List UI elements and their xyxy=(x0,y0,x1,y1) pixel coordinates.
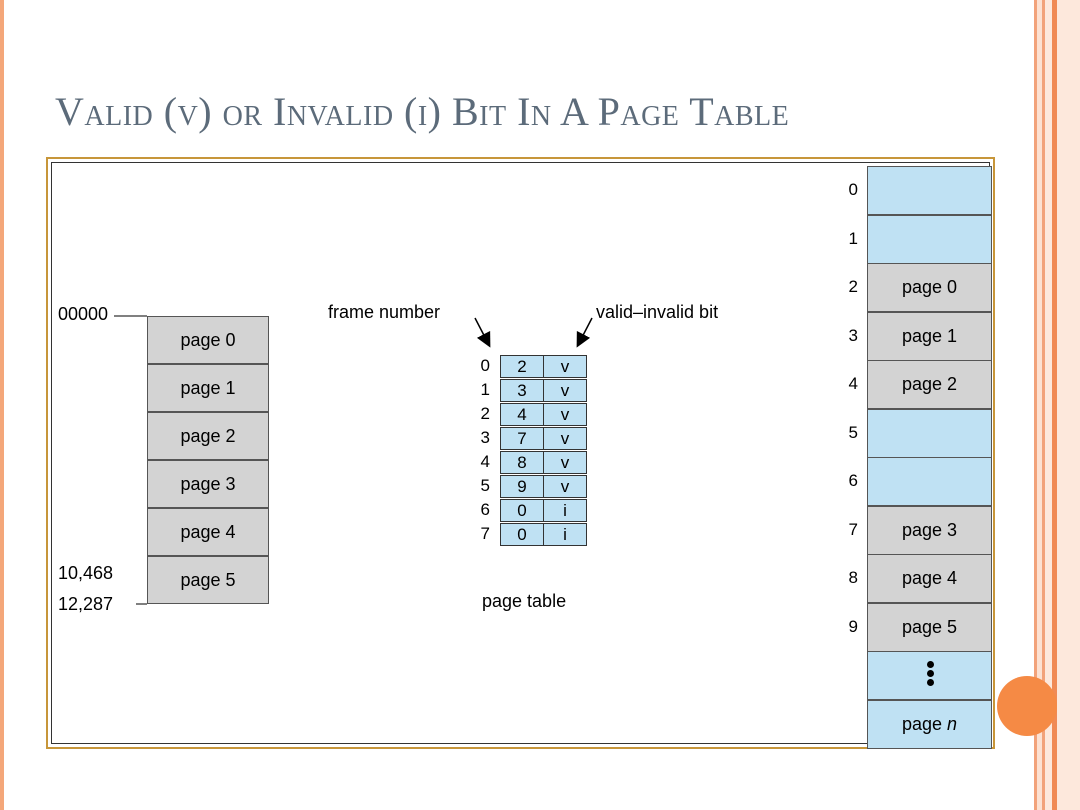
address-end-label: 12,287 xyxy=(58,594,114,614)
accent-circle xyxy=(997,676,1057,736)
frame-number-label: frame number xyxy=(328,302,441,322)
address-page5-label: 10,468 xyxy=(58,563,114,583)
frame-number: 0 xyxy=(848,180,858,199)
page-table-frame-cell: 0 xyxy=(500,523,544,546)
page-table-bit-cell: i xyxy=(543,523,587,546)
frame-number: 1 xyxy=(848,228,858,248)
frame-number: 2 xyxy=(848,277,858,296)
logical-page-cell: page 2 xyxy=(147,412,269,460)
physical-frame-free xyxy=(867,457,992,506)
page-table-bit-cell: v xyxy=(543,427,587,450)
logical-page-cell: page 3 xyxy=(147,460,269,508)
physical-frame-page-n: page n xyxy=(867,699,992,749)
page-table-index: 7 xyxy=(480,524,490,543)
logical-page-cell: page 4 xyxy=(147,508,269,556)
physical-frame-free xyxy=(867,214,992,264)
frame-number: 6 xyxy=(848,471,858,490)
page-n-variable: n xyxy=(947,713,958,734)
page-table-index: 2 xyxy=(480,404,490,423)
page-table-frame-cell: 4 xyxy=(500,403,544,426)
page-table-bit-cell: v xyxy=(543,475,587,498)
frame-number: 5 xyxy=(848,422,858,442)
page-n-prefix: page xyxy=(901,713,948,734)
logical-page-cell: page 5 xyxy=(147,556,269,604)
page-table-label: page table xyxy=(482,591,567,611)
page-table-frame-cell: 0 xyxy=(500,499,544,522)
page-table-bit-cell: v xyxy=(543,355,587,378)
slide-title: Valid (v) or Invalid (i) Bit In A Page T… xyxy=(55,89,790,134)
page-table-frame-cell: 2 xyxy=(500,355,544,378)
page-table-index: 6 xyxy=(480,500,490,519)
frame-number: 7 xyxy=(848,519,858,539)
frame-number: 4 xyxy=(848,374,858,393)
page-table-frame-cell: 3 xyxy=(500,379,544,402)
page-table-frame-cell: 9 xyxy=(500,475,544,498)
page-table-frame-cell: 7 xyxy=(500,427,544,450)
page-table-frame-cell: 8 xyxy=(500,451,544,474)
frame-number: 9 xyxy=(848,616,858,636)
physical-frame-page: page 3 xyxy=(867,505,992,555)
logical-page-cell: page 0 xyxy=(147,316,269,364)
address-start-label: 00000 xyxy=(58,304,109,324)
page-table-index: 1 xyxy=(480,380,490,399)
ellipsis-dot xyxy=(927,679,934,686)
slide-left-border xyxy=(0,0,4,810)
physical-frame-page: page 0 xyxy=(867,263,992,312)
ellipsis-dot xyxy=(927,661,934,668)
physical-frame-free xyxy=(867,166,992,215)
page-table-index: 4 xyxy=(480,452,490,471)
page-table-bit-cell: v xyxy=(543,403,587,426)
ellipsis-dot xyxy=(927,670,934,677)
frame-number: 3 xyxy=(848,325,858,345)
page-table-bit-cell: i xyxy=(543,499,587,522)
page-table-index: 3 xyxy=(480,428,490,447)
frame-number: 8 xyxy=(848,568,858,587)
valid-invalid-bit-label: valid–invalid bit xyxy=(596,302,719,322)
physical-frame-page: page 4 xyxy=(867,554,992,603)
physical-frame-free xyxy=(867,408,992,458)
page-table-index: 5 xyxy=(480,476,490,495)
logical-page-cell: page 1 xyxy=(147,364,269,412)
physical-frame-page: page 1 xyxy=(867,311,992,361)
page-table-bit-cell: v xyxy=(543,379,587,402)
page-table-index: 0 xyxy=(480,356,490,375)
physical-frame-page: page 5 xyxy=(867,602,992,652)
page-table-bit-cell: v xyxy=(543,451,587,474)
physical-frame-page: page 2 xyxy=(867,360,992,409)
slide-right-decoration xyxy=(1028,0,1080,810)
